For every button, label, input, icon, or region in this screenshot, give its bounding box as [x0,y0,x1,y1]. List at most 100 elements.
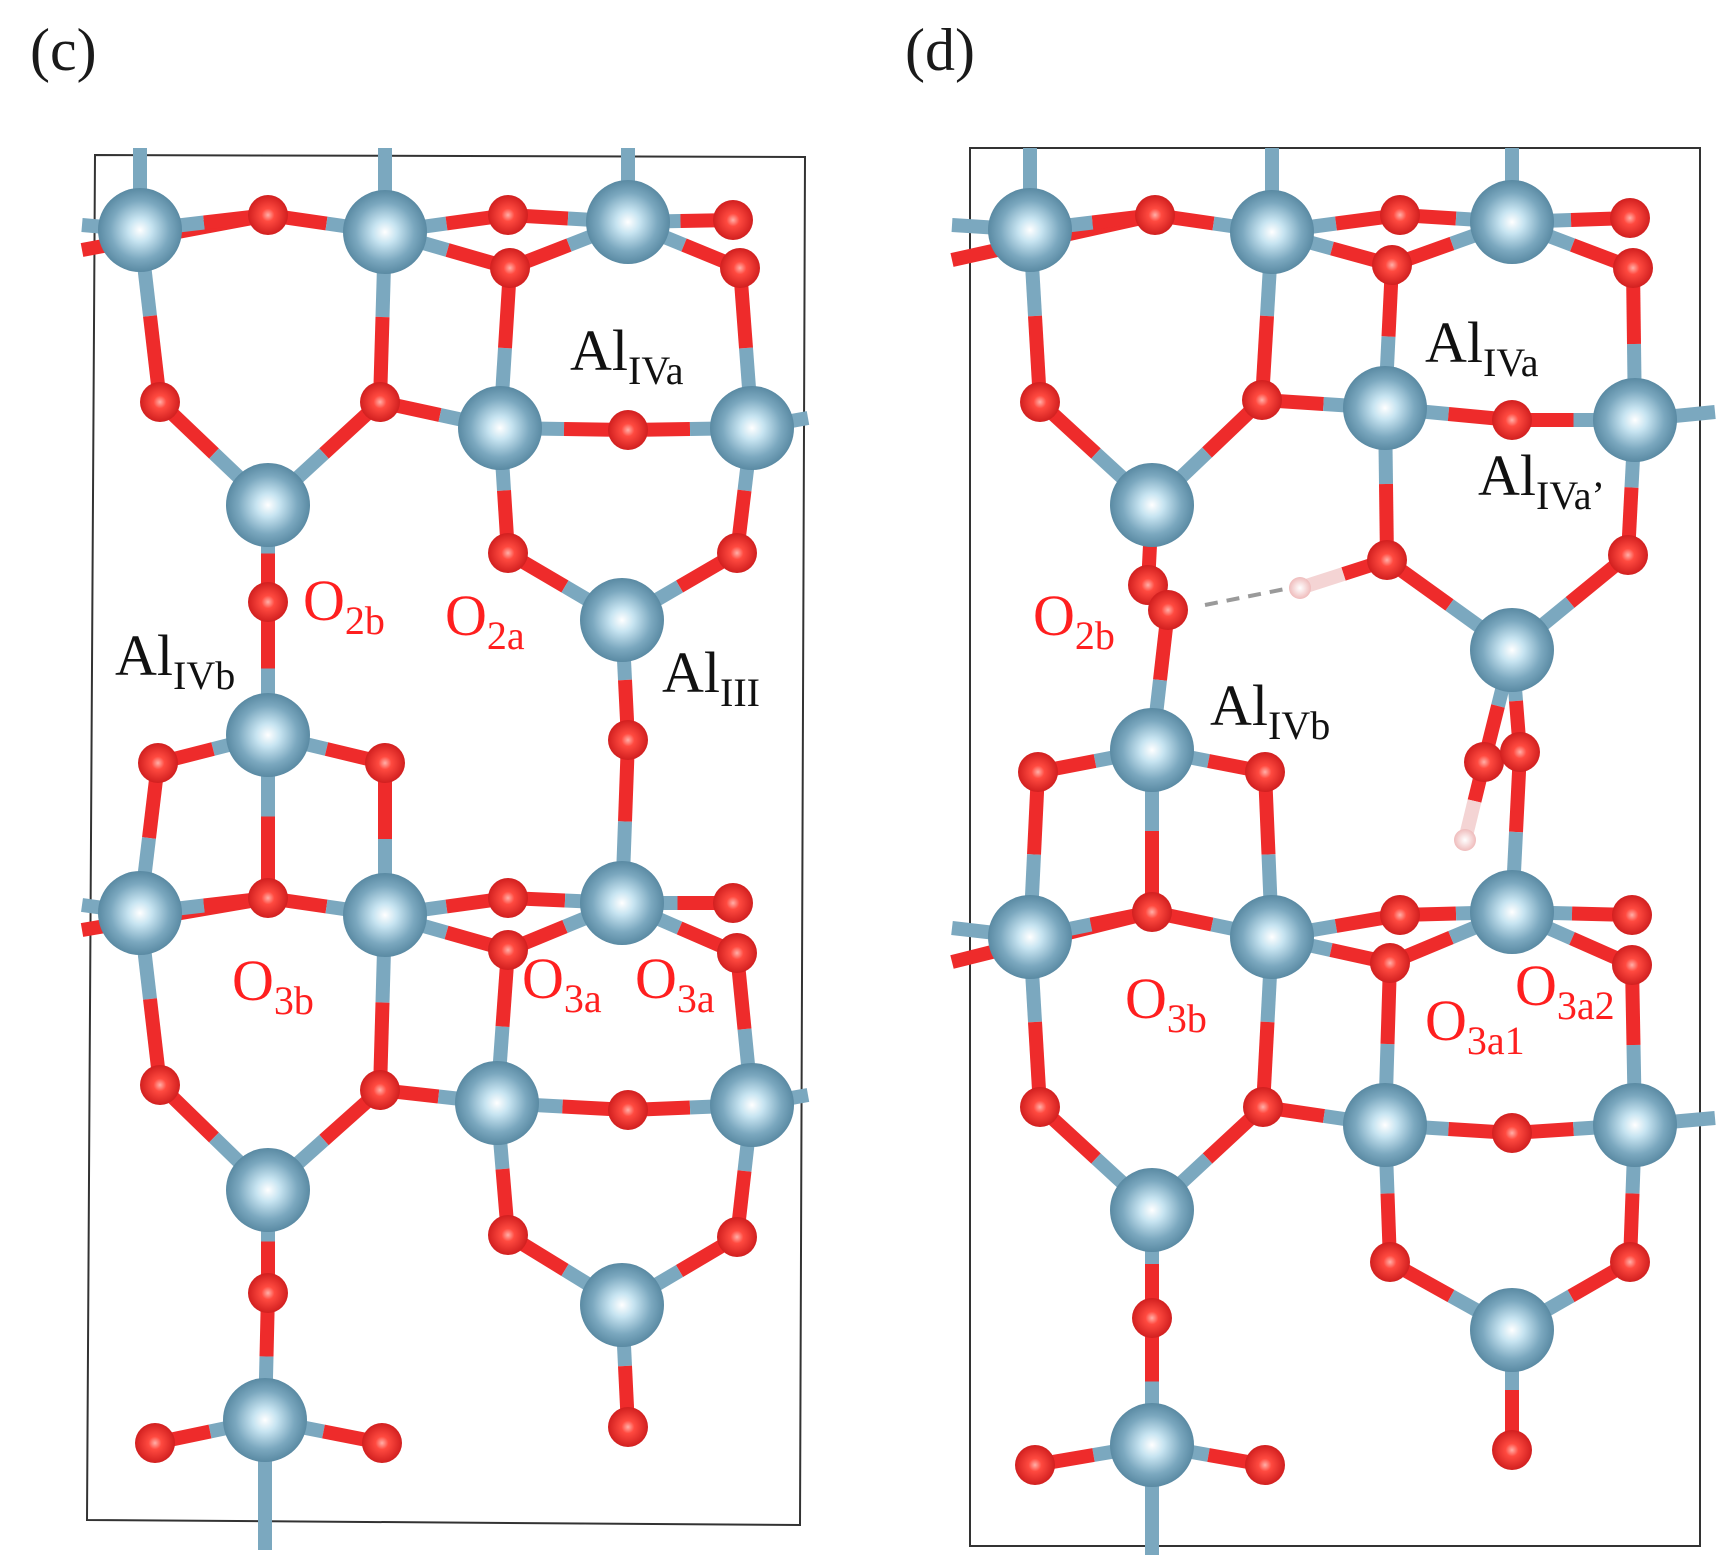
oxygen-atom [713,200,753,240]
aluminum-atom [1110,1168,1194,1252]
oxygen-atom [1464,742,1504,782]
label-c-al-iii: AlIII [662,640,760,715]
aluminum-atom [458,386,542,470]
aluminum-atom [226,1148,310,1232]
label-c-o-2a: O2a [445,583,525,658]
label-d-al-iva: AlIVa [1425,310,1539,385]
aluminum-atom [710,386,794,470]
aluminum-atom [1110,708,1194,792]
oxygen-atom [1370,943,1410,983]
oxygen-atom [140,382,180,422]
label-c-al-iva: AlIVa [570,318,684,393]
aluminum-atom [1593,1083,1677,1167]
panel-d-atoms [988,180,1677,1487]
oxygen-atom [1372,245,1412,285]
label-d-o-3a2: O3a2 [1515,953,1615,1028]
hydrogen-bond-line [1204,586,1291,607]
aluminum-atom [1343,1083,1427,1167]
oxygen-atom [488,878,528,918]
hydrogen-atom [1454,829,1476,851]
panel-c-label: (c) [30,17,97,83]
panel-d-label: (d) [905,17,975,83]
aluminum-atom [580,1263,664,1347]
aluminum-atom [1110,463,1194,547]
oxygen-atom [608,1407,648,1447]
oxygen-atom [1613,248,1653,288]
oxygen-atom [1243,1087,1283,1127]
oxygen-atom [135,1423,175,1463]
aluminum-atom [98,188,182,272]
oxygen-atom [717,933,757,973]
oxygen-atom [713,883,753,923]
oxygen-atom [138,743,178,783]
oxygen-atom [1492,400,1532,440]
oxygen-atom [1132,1298,1172,1338]
label-d-al-iva-prime: AlIVa’ [1478,443,1605,518]
oxygen-atom [365,743,405,783]
aluminum-atom [1470,1288,1554,1372]
oxygen-atom [248,1273,288,1313]
aluminum-atom [988,895,1072,979]
oxygen-atom [362,1423,402,1463]
panel-c-unit-cell [85,153,807,1527]
oxygen-atom [360,1070,400,1110]
aluminum-atom [98,871,182,955]
aluminum-atom [1343,366,1427,450]
oxygen-atom [1015,1445,1055,1485]
label-c-o-3a-first: O3a [522,946,602,1021]
oxygen-atom [1612,945,1652,985]
oxygen-atom [1018,752,1058,792]
panel-d-unit-cell [969,147,1701,1547]
oxygen-atom [1020,1087,1060,1127]
label-d-al-ivb: AlIVb [1210,673,1330,748]
oxygen-atom [608,410,648,450]
panel-d-bonds [950,148,1716,1555]
oxygen-atom [1380,195,1420,235]
aluminum-atom [343,873,427,957]
oxygen-atom [1245,752,1285,792]
aluminum-atom [1110,1403,1194,1487]
aluminum-atom [710,1063,794,1147]
aluminum-atom [1230,895,1314,979]
oxygen-atom [1610,198,1650,238]
aluminum-atom [1470,608,1554,692]
oxygen-atom [248,582,288,622]
oxygen-atom [1492,1430,1532,1470]
panel-c-bonds [80,148,810,1550]
aluminum-atom [223,1378,307,1462]
oxygen-atom [1608,535,1648,575]
oxygen-atom [1132,892,1172,932]
oxygen-atom [720,248,760,288]
aluminum-atom [343,190,427,274]
label-c-o-2b: O2b [303,568,385,643]
oxygen-atom [1148,590,1188,630]
label-c-o-3b: O3b [232,948,314,1023]
oxygen-atom [488,1215,528,1255]
panel-c-atoms [98,180,794,1463]
oxygen-atom [1370,1242,1410,1282]
label-c-al-ivb: AlIVb [115,623,235,698]
aluminum-atom [580,578,664,662]
oxygen-atom [488,195,528,235]
oxygen-atom [248,195,288,235]
oxygen-atom [140,1065,180,1105]
oxygen-atom [608,720,648,760]
oxygen-atom [608,1090,648,1130]
label-c-o-3a-second: O3a [635,946,715,1021]
panel-d: (d) AlIVa AlIVa’ O2b AlIVb O3b O3a1 O3a2 [905,17,1716,1555]
oxygen-atom [717,533,757,573]
aluminum-atom [1470,870,1554,954]
oxygen-atom [490,248,530,288]
label-d-o-3a1: O3a1 [1425,988,1525,1063]
oxygen-atom [1500,732,1540,772]
oxygen-atom [1610,1242,1650,1282]
oxygen-atom [488,930,528,970]
oxygen-atom [488,533,528,573]
oxygen-atom [1612,895,1652,935]
oxygen-atom [1380,895,1420,935]
oxygen-atom [360,382,400,422]
aluminum-atom [1593,378,1677,462]
hydrogen-atom [1289,577,1311,599]
aluminum-atom [1230,190,1314,274]
